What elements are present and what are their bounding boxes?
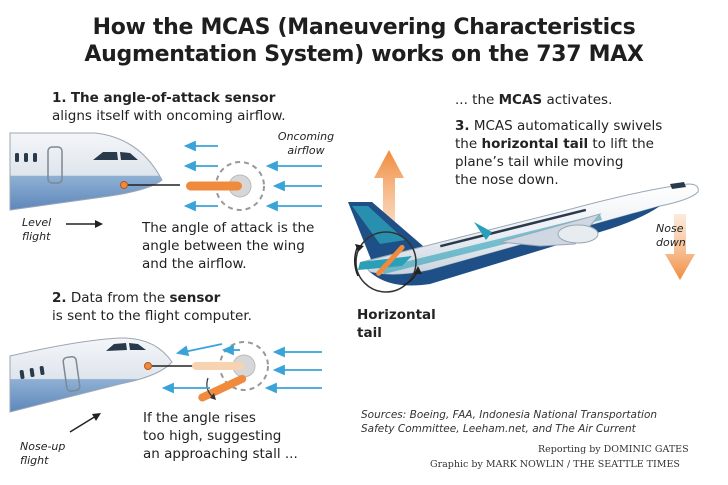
noseup-nose-graphic [9,337,322,433]
oncoming-airflow-line2: airflow [287,144,325,157]
diagram-title: How the MCAS (Maneuvering Characteristic… [0,14,728,68]
oncoming-airflow-line1: Oncoming [277,130,335,143]
step3-number: 3. [455,118,470,134]
graphic-credit: Graphic by MARK NOWLIN / THE SEATTLE TIM… [430,459,680,470]
step2-rest: is sent to the flight computer. [52,308,252,324]
horizontal-tail-line2: tail [357,325,382,341]
step2-text: 2. Data from the sensor is sent to the f… [52,289,252,325]
level-flight-label: Level flight [22,216,51,244]
mcas-activates-text: ... the MCAS activates. [455,91,612,109]
sources-line2: Safety Committee, Leeham.net, and The Ai… [361,423,636,435]
nose-down-line2: down [656,236,686,249]
title-line-2: Augmentation System) works on the 737 MA… [84,42,644,67]
step3-pre2: the [455,136,478,152]
step1-number: 1. [52,90,67,106]
aoa-line3: and the airflow. [142,256,247,272]
step2-number: 2. [52,290,67,306]
level-nose-graphic [9,132,322,228]
oncoming-airflow-label: Oncoming airflow [276,130,336,158]
level-flight-line1: Level [22,216,52,229]
nose-down-label: Nose down [656,222,686,250]
noseup-flight-label: Nose-up flight [20,440,65,468]
airplane-graphic [348,150,699,293]
step3-post2: to lift the [592,136,654,152]
rise-line3: an approaching stall ... [143,446,298,462]
sources-line1: Sources: Boeing, FAA, Indonesia National… [361,409,658,421]
step3-text: 3. MCAS automatically swivels the horizo… [455,117,662,189]
aoa-line2: angle between the wing [142,238,305,254]
horizontal-tail-label: Horizontal tail [357,306,436,342]
step3-bold2: horizontal tail [481,136,589,152]
reporting-credit: Reporting by DOMINIC GATES [538,444,689,455]
angle-rise-explanation: If the angle rises too high, suggesting … [143,409,298,463]
step3-line1: MCAS automatically swivels [473,118,663,134]
noseup-line2: flight [20,454,49,467]
nose-down-line1: Nose [656,222,684,235]
step1-rest: aligns itself with oncoming airflow. [52,108,286,124]
step2-bold: sensor [169,290,221,306]
step2-pre: Data from the [70,290,166,306]
aoa-line1: The angle of attack is the [142,220,315,236]
step3-line3: plane’s tail while moving [455,154,624,170]
angle-of-attack-explanation: The angle of attack is the angle between… [142,219,314,273]
step1-text: 1. The angle-of-attack sensor aligns its… [52,89,286,125]
level-flight-line2: flight [22,230,51,243]
noseup-line1: Nose-up [20,440,66,453]
step1-bold: The angle-of-attack sensor [70,90,276,106]
activates-bold: MCAS [498,92,543,108]
step3-line4: the nose down. [455,172,559,188]
rise-line2: too high, suggesting [143,428,282,444]
title-line-1: How the MCAS (Maneuvering Characteristic… [92,15,636,40]
activates-pre: ... the [455,92,495,108]
activates-post: activates. [546,92,613,108]
sources-text: Sources: Boeing, FAA, Indonesia National… [361,408,657,436]
rise-line1: If the angle rises [143,410,256,426]
horizontal-tail-line1: Horizontal [357,307,436,323]
